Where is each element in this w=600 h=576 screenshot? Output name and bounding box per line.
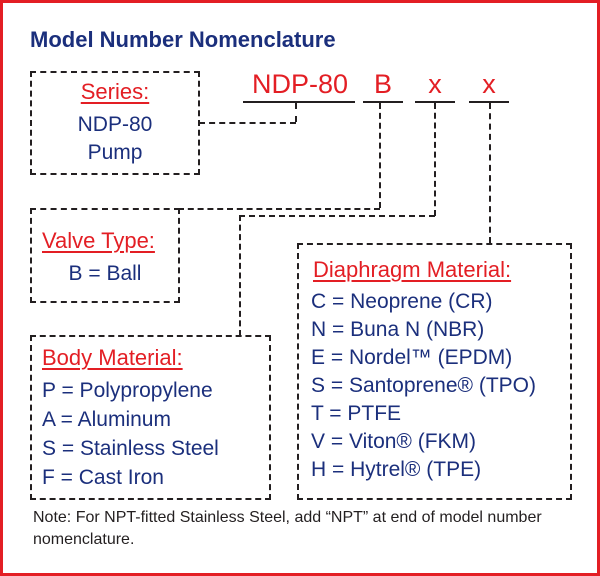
page-title: Model Number Nomenclature	[30, 27, 336, 52]
body-code: x	[428, 69, 442, 99]
series-box: Series: NDP-80 Pump	[30, 71, 200, 175]
connector-series-vertical	[295, 103, 297, 122]
connector-body-vertical-1	[434, 103, 436, 216]
valve-type-line-1: B = Ball	[68, 262, 142, 285]
diaphragm-material-line-5: T = PTFE	[311, 402, 402, 425]
connector-body-horizontal	[239, 215, 435, 217]
body-material-line-2: A = Aluminum	[42, 408, 171, 431]
diaphragm-material-line-6: V = Viton® (FKM)	[311, 430, 477, 453]
body-material-line-1: P = Polypropylene	[42, 379, 213, 402]
valve-code-underline	[363, 101, 403, 103]
body-code-underline	[415, 101, 455, 103]
series-heading: Series:	[80, 79, 150, 104]
body-material-line-4: F = Cast Iron	[42, 466, 164, 489]
connector-body-vertical-2	[239, 215, 241, 336]
footnote: Note: For NPT-fitted Stainless Steel, ad…	[33, 509, 542, 548]
valve-type-box: Valve Type: B = Ball	[30, 208, 180, 303]
diaphragm-material-line-3: E = Nordel™ (EPDM)	[311, 346, 513, 369]
diaphragm-code: x	[482, 69, 496, 99]
model-prefix: NDP-80	[251, 69, 349, 99]
diaphragm-code-underline	[469, 101, 509, 103]
diaphragm-material-line-1: C = Neoprene (CR)	[311, 290, 493, 313]
body-material-heading: Body Material:	[42, 345, 183, 370]
series-line-2: Pump	[87, 141, 143, 164]
body-material-box: Body Material: P = Polypropylene A = Alu…	[30, 335, 271, 500]
connector-series-horizontal	[199, 122, 296, 124]
connector-diaphragm-vertical	[489, 103, 491, 243]
model-prefix-underline	[243, 101, 355, 103]
body-material-line-3: S = Stainless Steel	[42, 437, 219, 460]
diaphragm-material-box: Diaphragm Material: C = Neoprene (CR) N …	[297, 243, 572, 500]
valve-type-heading: Valve Type:	[42, 228, 155, 253]
diaphragm-material-line-7: H = Hytrel® (TPE)	[311, 458, 482, 481]
diaphragm-material-line-2: N = Buna N (NBR)	[311, 318, 485, 341]
diaphragm-material-heading: Diaphragm Material:	[313, 257, 512, 282]
connector-valve-vertical	[379, 103, 381, 208]
valve-code: B	[373, 69, 392, 99]
diaphragm-material-line-4: S = Santoprene® (TPO)	[311, 374, 536, 397]
series-line-1: NDP-80	[77, 113, 153, 136]
connector-valve-horizontal	[178, 208, 380, 210]
